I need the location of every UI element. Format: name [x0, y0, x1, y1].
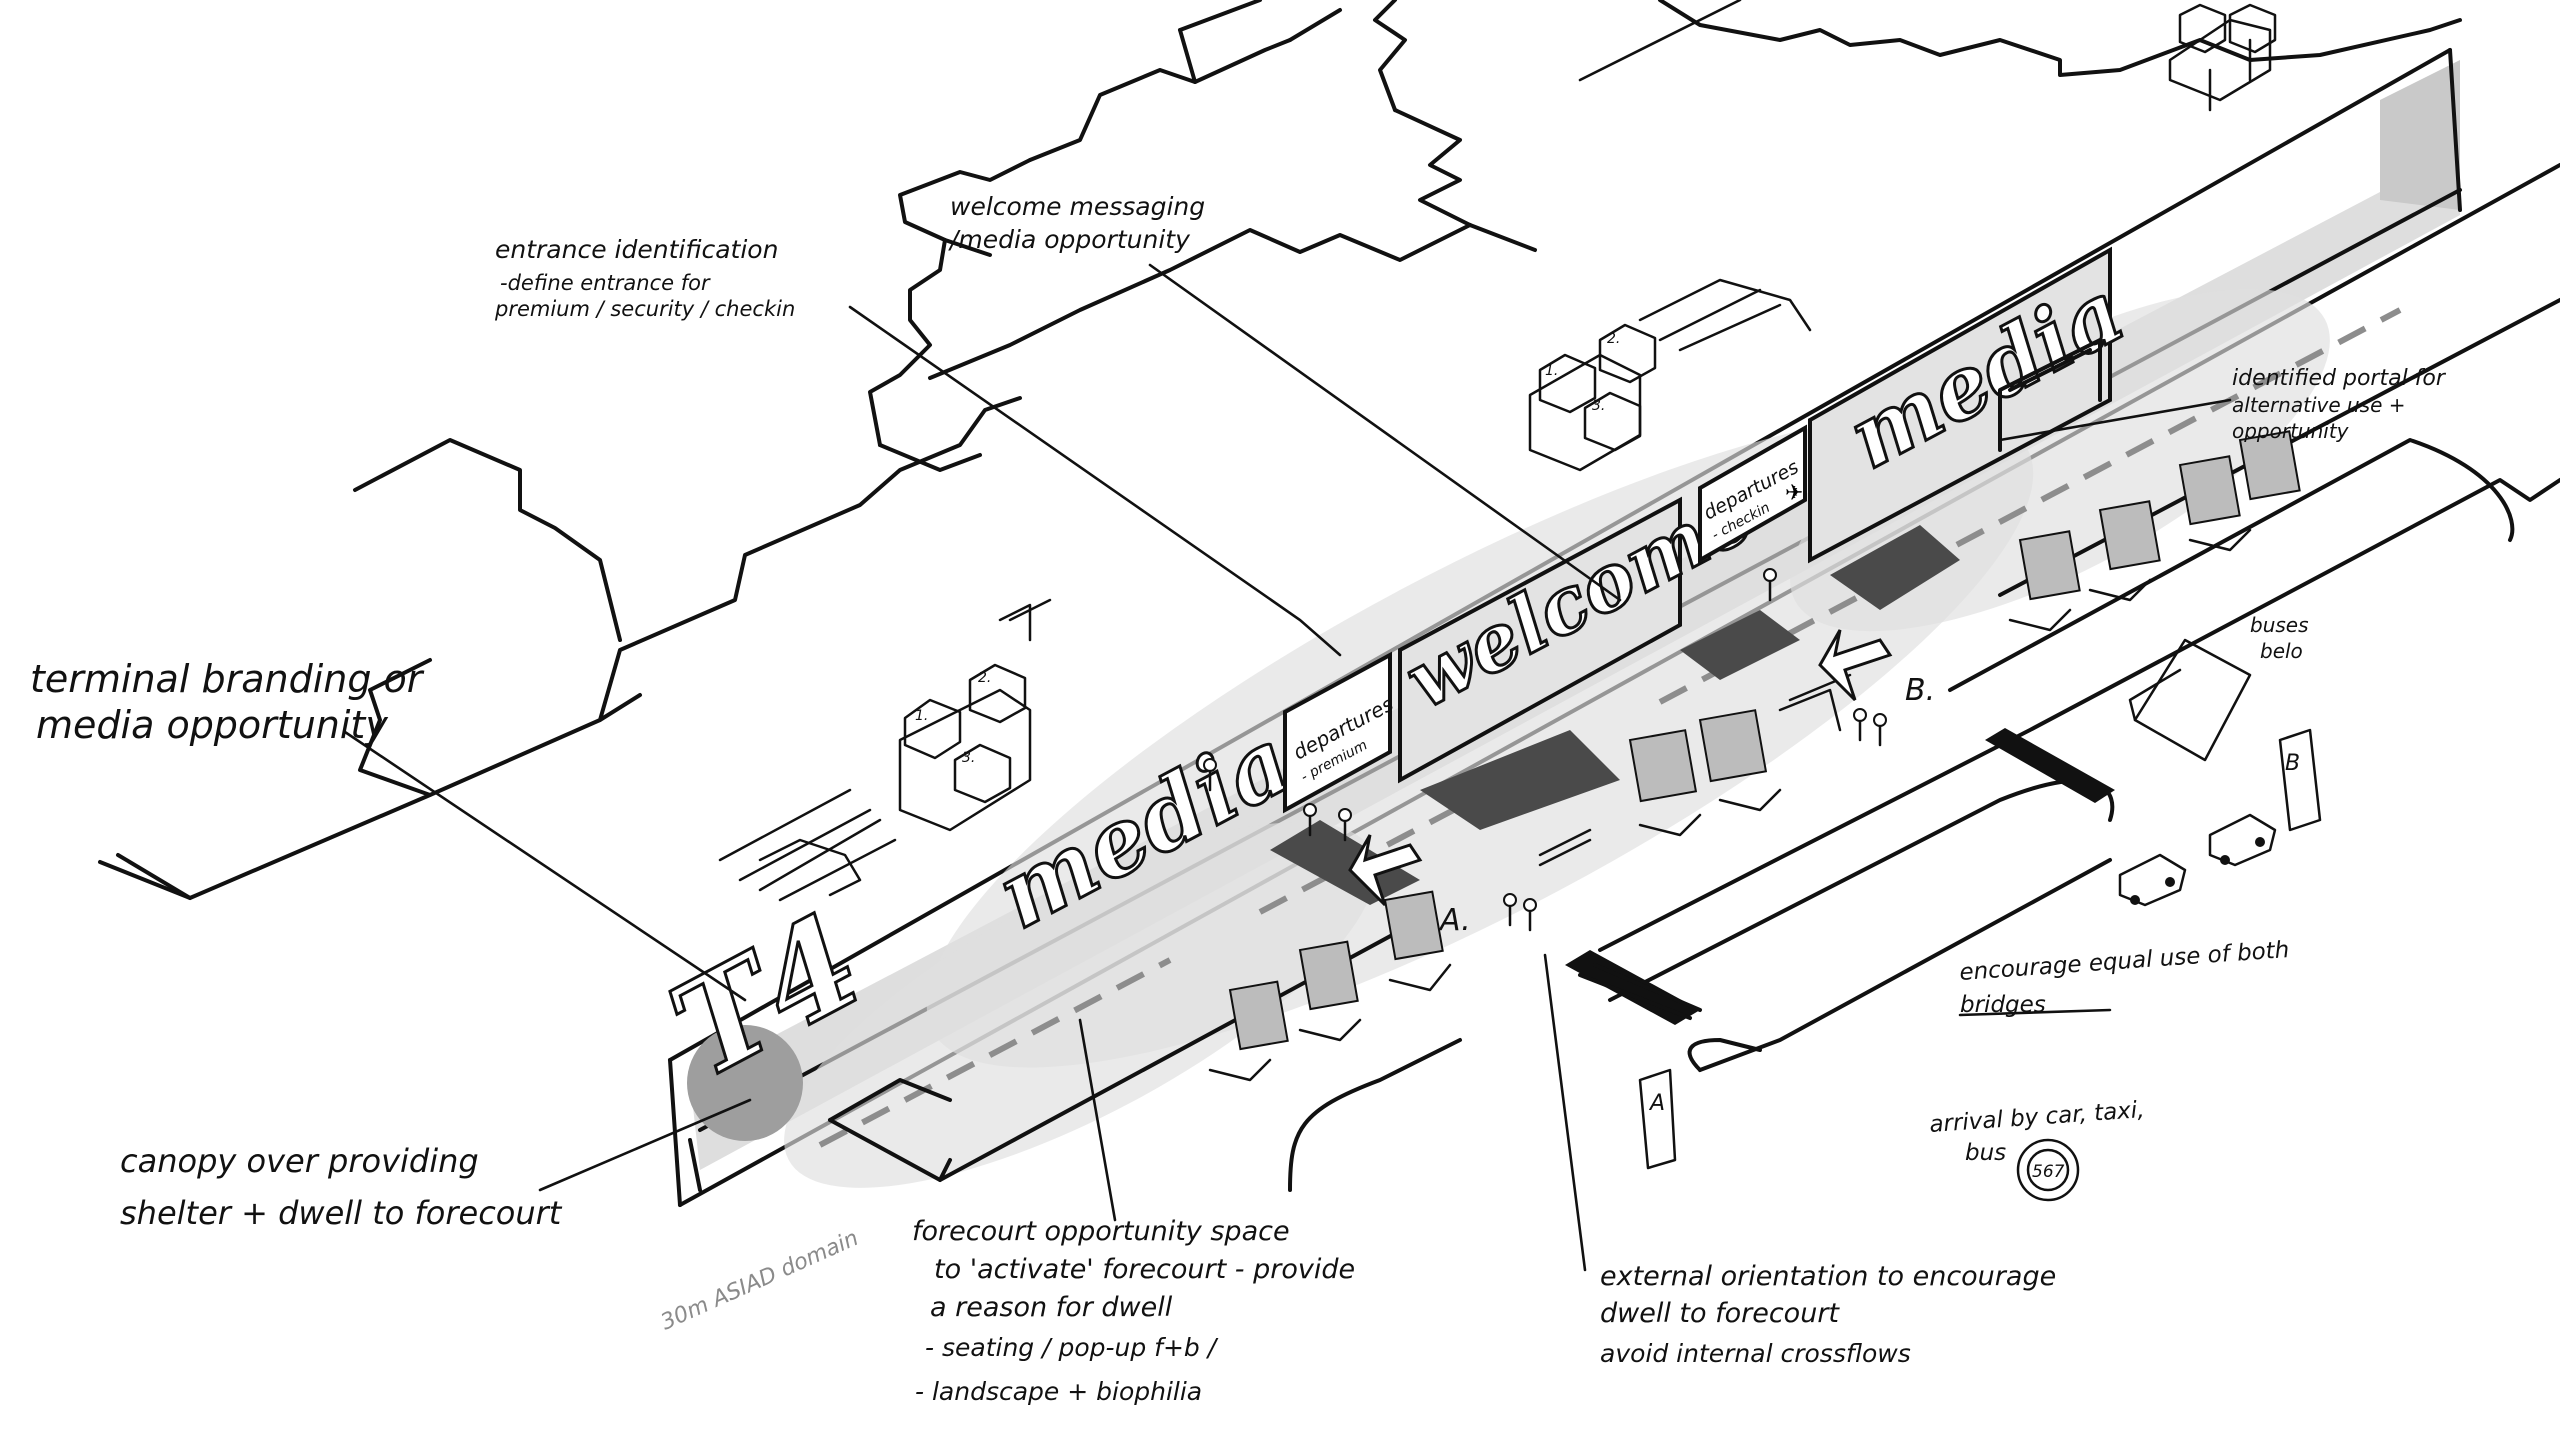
encourage-bridges-line2: bridges: [1960, 992, 2046, 1018]
annotation-identified-portal: identified portal for alternative use + …: [2232, 366, 2447, 443]
external-orientation-line2: dwell to forecourt: [1600, 1298, 1840, 1329]
annotation-arrival: arrival by car, taxi, bus: [1929, 1097, 2146, 1166]
forecourt-line4: - seating / pop-up f+b /: [925, 1333, 1219, 1362]
roof-outline-right: [1658, 0, 2462, 77]
roof-outline-upper: [928, 0, 1537, 380]
forecourt-line3: a reason for dwell: [930, 1292, 1173, 1323]
bus-roundel-icon: 567: [2016, 1138, 2080, 1202]
pillar-a-text: A: [1648, 1091, 1665, 1116]
marker-a-label: A.: [1438, 903, 1471, 938]
arrival-line1: arrival by car, taxi,: [1929, 1097, 2146, 1138]
core-left-1: 1.: [915, 708, 928, 724]
portal-frame: [1998, 338, 2102, 452]
roof-outline-left: [98, 396, 1022, 900]
zebra-crossing-b: [1985, 728, 2115, 803]
forecourt-trees: [1228, 430, 2301, 1051]
external-orientation-line3: avoid internal crossflows: [1600, 1339, 1911, 1368]
pillar-b-text: B: [2285, 751, 2300, 776]
leader-lines: [343, 0, 2232, 1272]
core-left-2: 2.: [978, 670, 991, 686]
annotation-welcome-messaging: welcome messaging /media opportunity: [948, 192, 1205, 254]
core-middle-3: 3.: [1592, 398, 1605, 414]
entrance-hatching: [828, 525, 1960, 1122]
vertical-core-middle: 1. 2. 3.: [1528, 278, 1812, 472]
forecourt-line2: to 'activate' forecourt - provide: [934, 1254, 1355, 1285]
core-middle-1: 1.: [1545, 363, 1558, 379]
vertical-core-left: 1. 2. 3.: [718, 598, 1052, 902]
identified-portal-line2: alternative use +: [2232, 393, 2406, 417]
entrance-id-line3: premium / security / checkin: [494, 297, 795, 321]
terminal-branding-line2: media opportunity: [36, 703, 388, 747]
roundel-text: 567: [2032, 1162, 2065, 1182]
marker-b-label: B.: [1905, 673, 1935, 708]
bus-shelter: [2128, 638, 2252, 762]
forecourt-line5: - landscape + biophilia: [915, 1377, 1202, 1406]
welcome-messaging-line2: /media opportunity: [948, 225, 1191, 254]
buses-line1: buses: [2250, 613, 2309, 637]
entrance-id-line2: -define entrance for: [500, 271, 711, 295]
core-left-3: 3.: [962, 750, 975, 766]
entrance-id-line1: entrance identification: [495, 235, 778, 264]
arrow-b: [1818, 629, 1893, 702]
arrow-a: [1348, 834, 1423, 907]
welcome-messaging-line1: welcome messaging: [950, 192, 1205, 221]
core-middle-2: 2.: [1607, 331, 1620, 347]
zebra-crossing-a: [1565, 950, 1702, 1025]
pillar-b: B: [2278, 728, 2322, 832]
departures-premium-sign: departures - premium: [1283, 651, 1397, 814]
departures-checkin-sign: departures - checkin ✈: [1698, 424, 1807, 564]
external-orientation-line1: external orientation to encourage: [1600, 1261, 2056, 1292]
identified-portal-line3: opportunity: [2232, 419, 2350, 443]
annotation-external-orientation: external orientation to encourage dwell …: [1600, 1261, 2056, 1368]
annotation-canopy: canopy over providing shelter + dwell to…: [120, 1142, 563, 1232]
annotation-buses: buses belo: [2250, 613, 2309, 663]
canopy-line1: canopy over providing: [120, 1142, 479, 1180]
taxi-icon: [2208, 813, 2277, 867]
roof-outline-middle: [868, 38, 1292, 472]
arrival-line2: bus: [1965, 1140, 2006, 1166]
people-figures: [1203, 568, 1887, 932]
terminal-branding-line1: terminal branding or: [30, 657, 425, 701]
canopy-line2: shelter + dwell to forecourt: [120, 1194, 563, 1232]
annotation-terminal-branding: terminal branding or media opportunity: [30, 657, 425, 747]
pillar-a: A: [1638, 1068, 1677, 1170]
car-icon: [2118, 853, 2187, 907]
annotation-forecourt-opportunity: forecourt opportunity space to 'activate…: [912, 1216, 1355, 1406]
encourage-bridges-line1: encourage equal use of both: [1959, 937, 2291, 986]
identified-portal-line1: identified portal for: [2232, 366, 2447, 391]
buses-line2: belo: [2260, 639, 2303, 663]
plane-icon: ✈: [1785, 481, 1803, 506]
forecourt-line1: forecourt opportunity space: [912, 1216, 1290, 1247]
annotation-entrance-identification: entrance identification -define entrance…: [494, 235, 795, 321]
vertical-core-right: [2168, 3, 2277, 112]
annotation-encourage-bridges: encourage equal use of both bridges: [1959, 937, 2291, 1018]
annotation-asiad-domain: 30m ASIAD domain: [657, 1226, 862, 1336]
